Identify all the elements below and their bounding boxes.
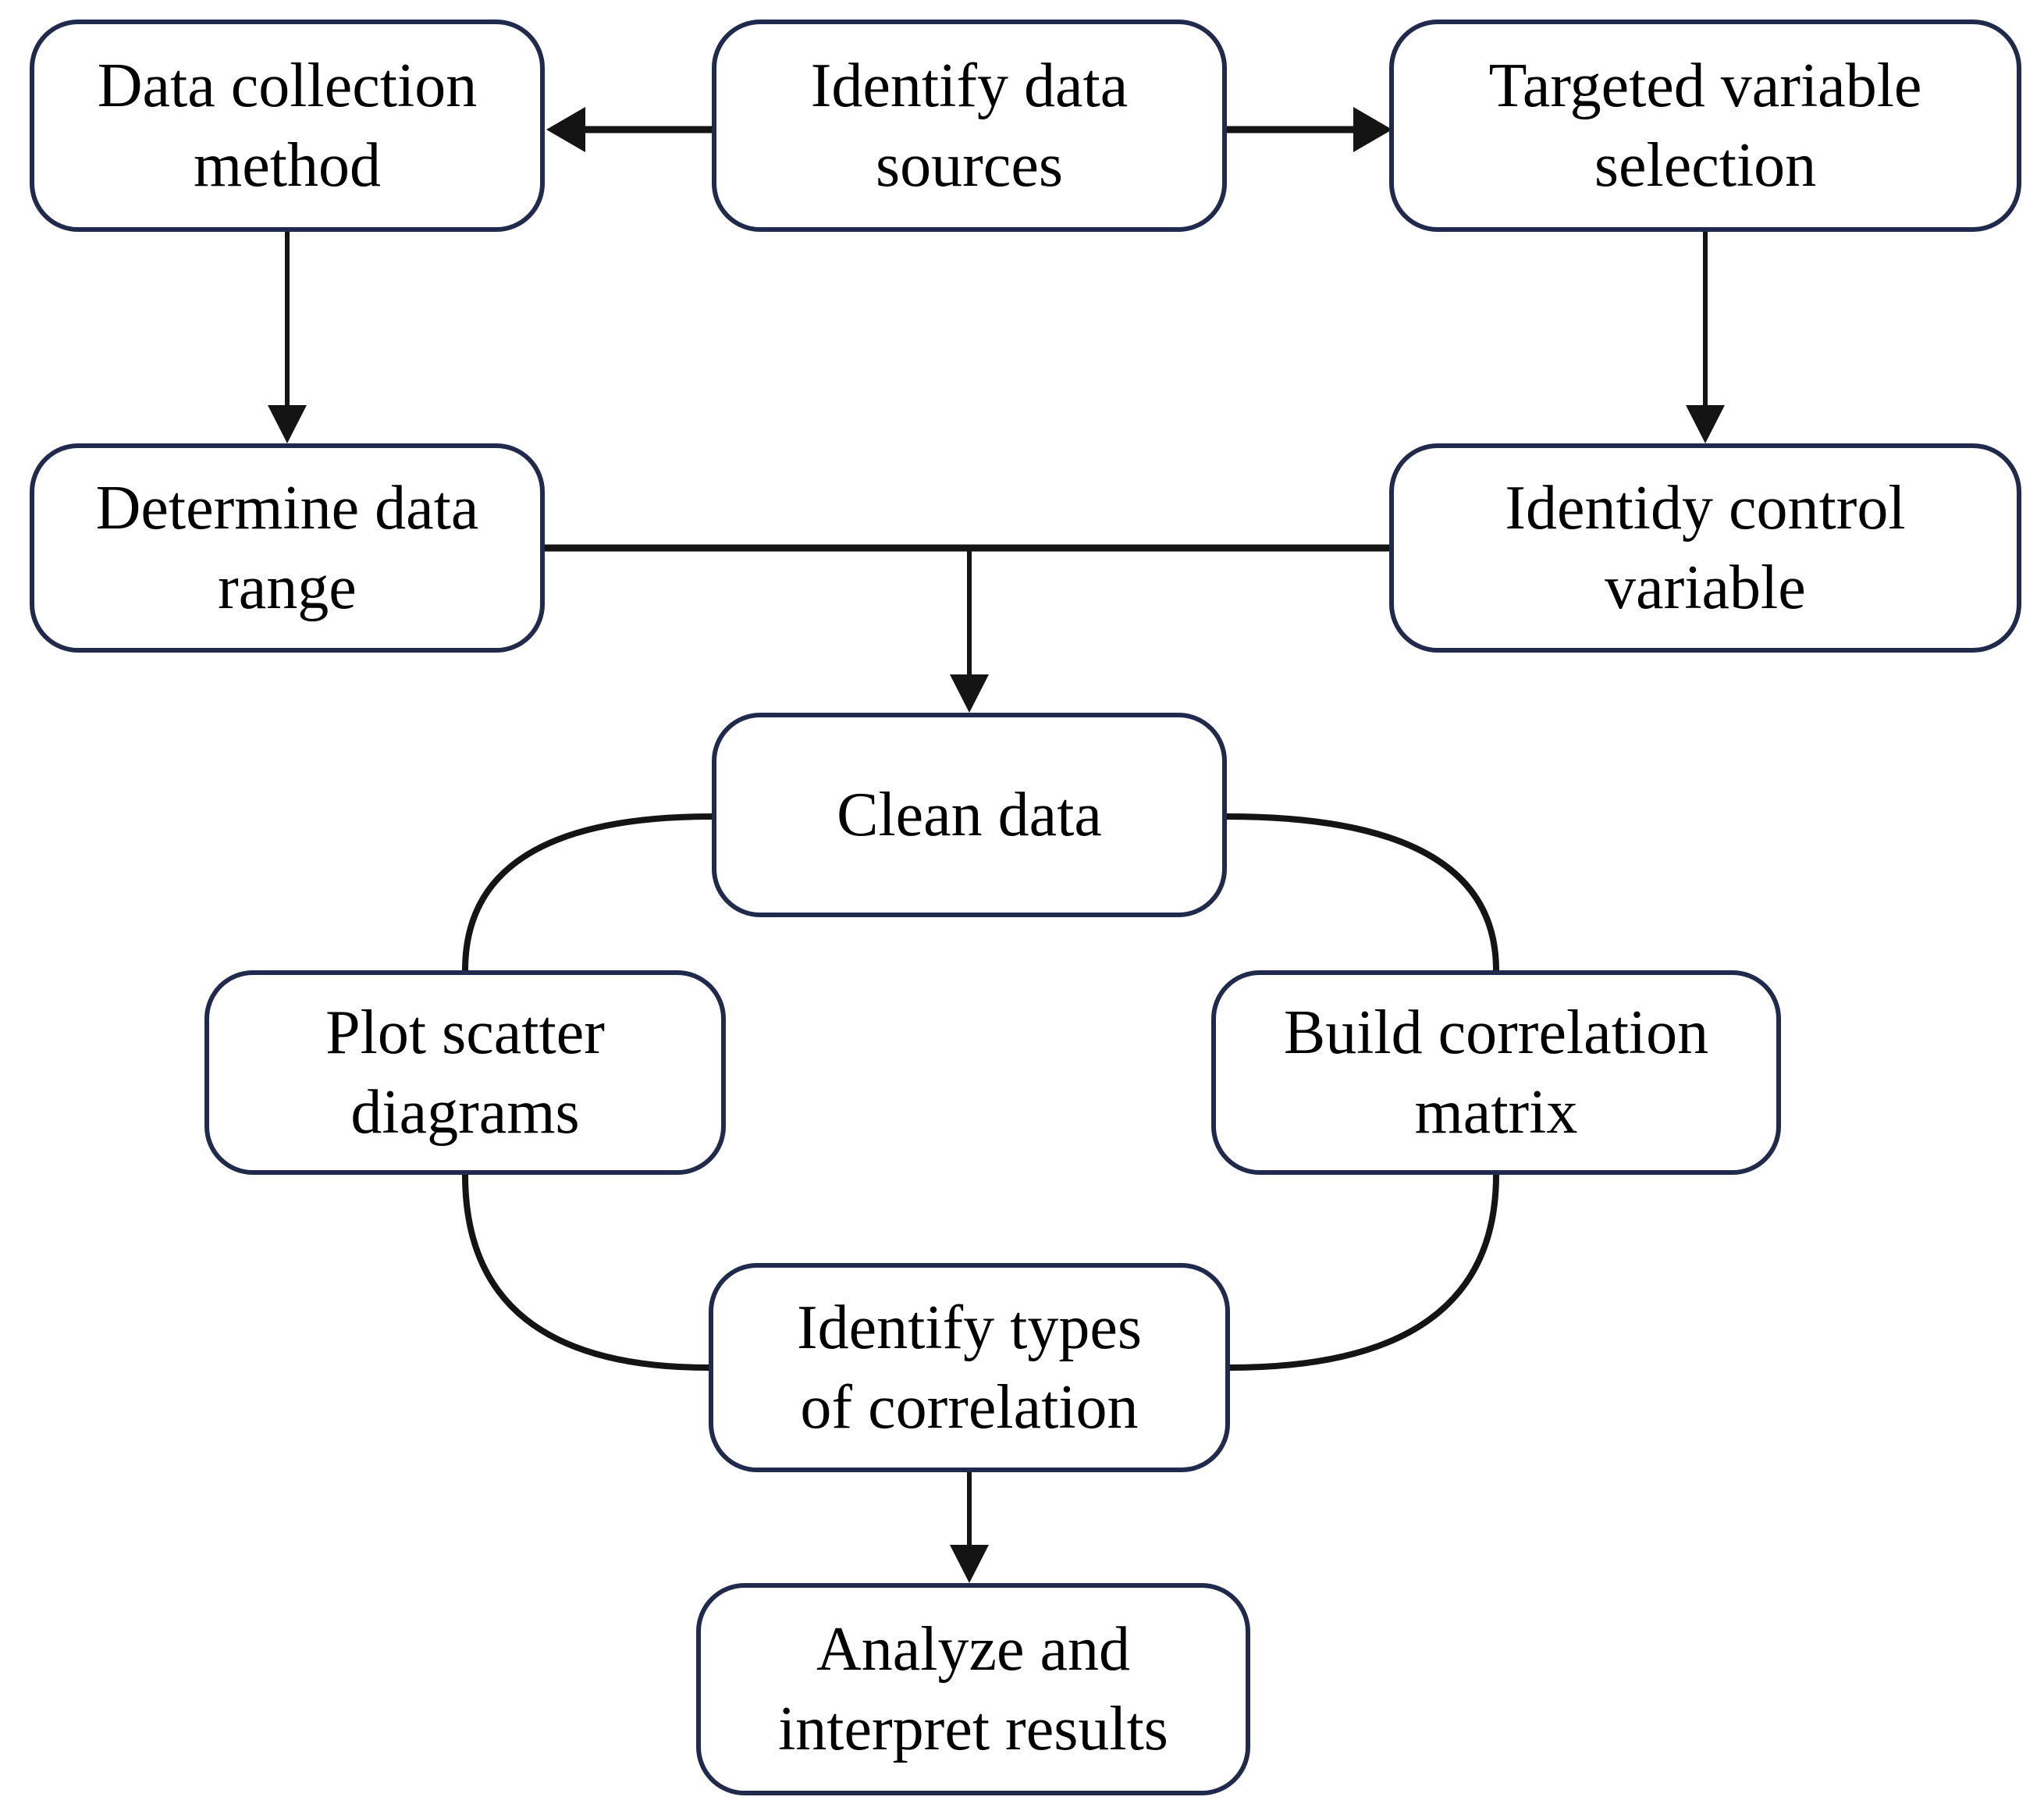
edge-targeted-to-control xyxy=(1686,232,1725,443)
node-label: Identidy control variable xyxy=(1505,473,1906,622)
node-data-collection-method: Data collection method xyxy=(30,20,545,232)
node-label: Data collection method xyxy=(97,51,478,200)
node-identify-data-sources: Identify data sources xyxy=(712,20,1227,232)
edge-clean-to-matrix xyxy=(1226,813,1499,971)
node-plot-scatter-diagrams: Plot scatter diagrams xyxy=(204,970,726,1175)
node-label: Plot scatter diagrams xyxy=(325,998,605,1147)
node-label: Identify data sources xyxy=(810,51,1129,200)
node-analyze-and-interpret-results: Analyze and interpret results xyxy=(696,1583,1250,1795)
node-targeted-variable-selection: Targeted variable selection xyxy=(1389,20,2021,232)
edge-junction-to-clean-data xyxy=(950,548,989,713)
node-label: Build correlation matrix xyxy=(1283,998,1709,1147)
node-determine-data-range: Determine data range xyxy=(30,443,545,653)
node-label: Targeted variable selection xyxy=(1488,51,1922,200)
node-label: Identify types of correlation xyxy=(796,1293,1143,1442)
node-label: Clean data xyxy=(837,780,1102,849)
node-identidy-control-variable: Identidy control variable xyxy=(1389,443,2021,653)
node-build-correlation-matrix: Build correlation matrix xyxy=(1211,970,1781,1175)
edge-sources-to-targeted xyxy=(1227,107,1392,152)
edge-collection-to-range xyxy=(268,232,307,443)
edge-sources-to-collection xyxy=(546,107,712,152)
edge-scatter-to-types xyxy=(462,1174,709,1371)
edge-matrix-to-types xyxy=(1229,1174,1499,1371)
node-label: Determine data range xyxy=(95,473,479,622)
edge-clean-to-scatter xyxy=(462,813,713,971)
edge-types-to-analyze xyxy=(950,1472,989,1583)
node-identify-types-of-correlation: Identify types of correlation xyxy=(709,1263,1230,1472)
node-clean-data: Clean data xyxy=(712,713,1227,917)
node-label: Analyze and interpret results xyxy=(778,1614,1168,1763)
